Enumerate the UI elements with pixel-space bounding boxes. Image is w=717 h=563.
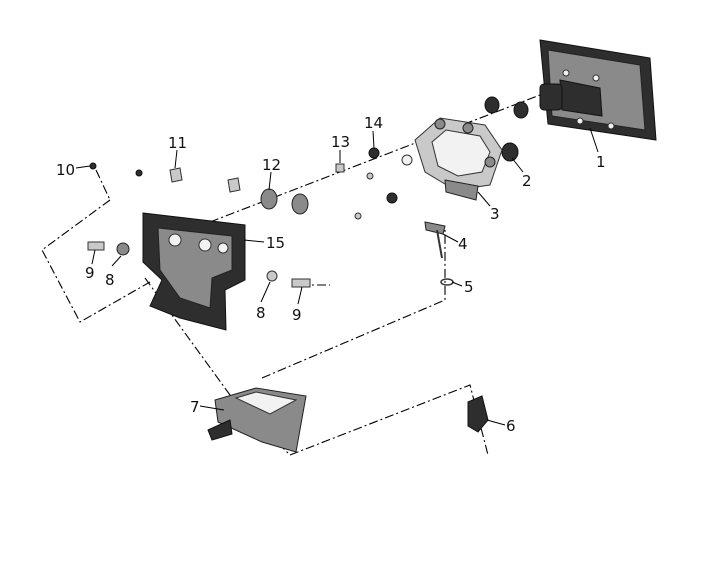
callout-9-right: 9	[292, 306, 302, 324]
callout-8-left: 8	[105, 271, 115, 289]
callout-labels: 1 2 3 4 5 6 7 8 8 9 9 10 11 12 13 14 15	[56, 114, 606, 435]
callout-8-right: 8	[256, 304, 266, 322]
callout-2: 2	[522, 172, 532, 190]
part-lower-cover	[207, 387, 307, 453]
part-spacers	[260, 188, 309, 215]
part-display-unit	[539, 39, 657, 141]
callout-10: 10	[56, 161, 75, 179]
part-grommets	[484, 96, 529, 162]
part-connector	[467, 395, 489, 433]
part-nuts-washers	[335, 147, 413, 220]
callout-12: 12	[262, 156, 281, 174]
callout-3: 3	[490, 205, 500, 223]
callout-11: 11	[168, 134, 187, 152]
part-small-clips	[169, 167, 241, 193]
callout-6: 6	[506, 417, 516, 435]
callout-leaders	[75, 127, 599, 426]
callout-4: 4	[458, 235, 468, 253]
callout-7: 7	[190, 398, 200, 416]
callout-5: 5	[464, 278, 474, 296]
part-mounting-frame	[414, 117, 503, 201]
callout-1: 1	[596, 153, 606, 171]
part-bracket	[142, 212, 246, 331]
callout-9-left: 9	[85, 264, 95, 282]
callout-15: 15	[266, 234, 285, 252]
part-clip-ring	[440, 278, 454, 286]
callout-13: 13	[331, 133, 350, 151]
callout-14: 14	[364, 114, 383, 132]
part-bolt	[424, 221, 446, 259]
